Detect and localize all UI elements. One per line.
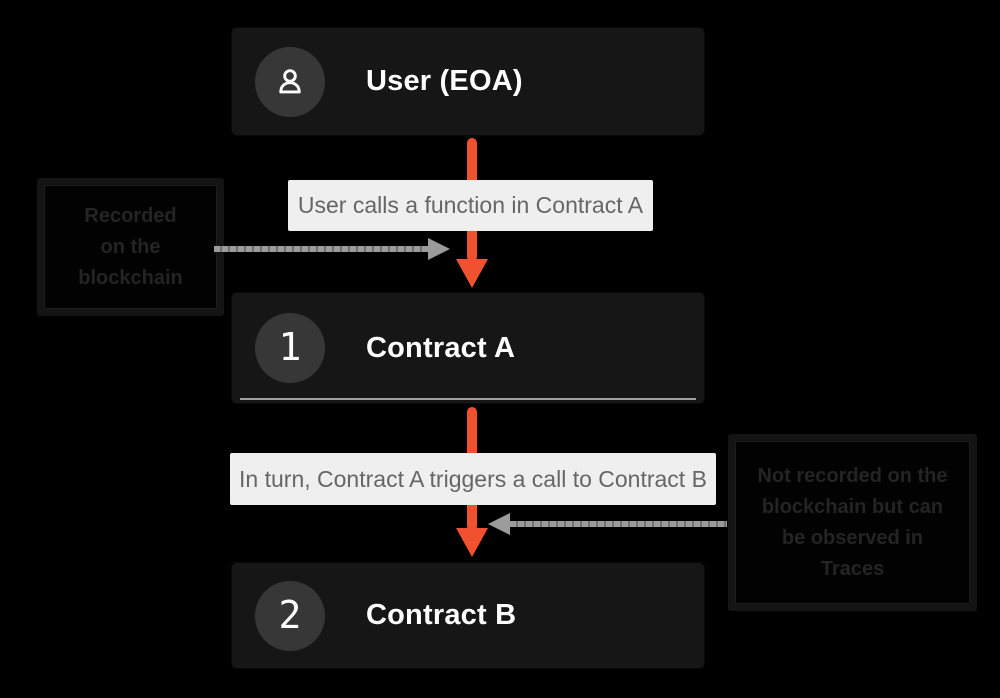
node-title-user: User (EOA): [366, 65, 523, 97]
flow-node-contract-b: 2 Contract B: [232, 563, 704, 668]
arrow-right-icon: [428, 238, 450, 260]
note-line: Not recorded on the: [757, 464, 948, 487]
node-base-line: [240, 398, 696, 400]
note-arrow-right-line: [510, 521, 727, 527]
note-line: blockchain but can: [761, 495, 944, 518]
step-number: 2: [278, 592, 302, 637]
note-line: Traces: [820, 557, 885, 580]
edge-label-contract-call: In turn, Contract A triggers a call to C…: [230, 453, 716, 505]
note-line: on the: [100, 235, 161, 258]
avatar: [255, 46, 325, 117]
step-badge: 2: [255, 580, 325, 651]
note-line: Recorded: [84, 204, 177, 227]
arrow-down-icon: [456, 528, 488, 557]
edge-label-user-call: User calls a function in Contract A: [288, 180, 653, 231]
flow-node-user: User (EOA): [232, 28, 704, 135]
note-line: blockchain: [78, 266, 183, 289]
step-number: 1: [278, 325, 302, 369]
note-line: be observed in: [781, 526, 924, 549]
note-recorded-on-chain: Recorded on the blockchain: [37, 178, 224, 316]
step-badge: 1: [255, 313, 325, 383]
arrow-down-icon: [456, 259, 488, 288]
user-icon: [279, 68, 301, 93]
edge-label-text: User calls a function in Contract A: [297, 192, 644, 218]
node-title-contract-a: Contract A: [366, 331, 516, 364]
edge-label-text: In turn, Contract A triggers a call to C…: [239, 465, 707, 492]
note-arrow-left-line: [214, 246, 428, 252]
arrow-left-icon: [488, 513, 510, 535]
note-trace-observable: Not recorded on the blockchain but can b…: [728, 434, 977, 611]
node-title-contract-b: Contract B: [366, 599, 517, 631]
flow-node-contract-a: 1 Contract A: [232, 293, 704, 403]
